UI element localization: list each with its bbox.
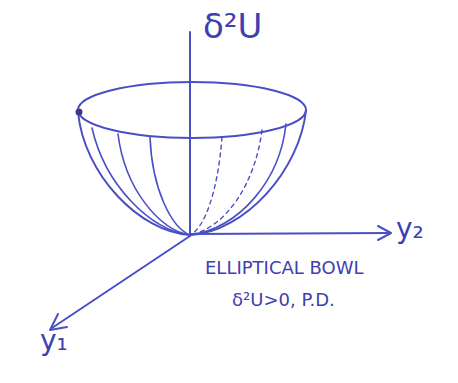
y1-axis	[52, 236, 190, 328]
bowl-meridian	[190, 137, 222, 235]
bowl-meridian	[190, 124, 286, 235]
bowl-meridian	[118, 134, 190, 235]
axis-label: y₁	[40, 326, 68, 357]
vertical-axis	[189, 32, 191, 236]
rim-dot	[76, 109, 83, 116]
y2-axis	[190, 233, 390, 234]
caption-note: δ²U>0, P.D.	[232, 290, 335, 310]
bowl-outline	[78, 110, 306, 235]
bowl-meridian	[150, 137, 190, 235]
bowl-meridian	[92, 128, 190, 235]
caption-note: ELLIPTICAL BOWL	[205, 258, 364, 278]
axis-label: δ²U	[203, 8, 262, 45]
axis-arrowhead	[378, 226, 391, 240]
axis-label: y₂	[396, 214, 424, 245]
bowl-meridian	[190, 130, 262, 235]
bowl-rim	[78, 82, 306, 138]
